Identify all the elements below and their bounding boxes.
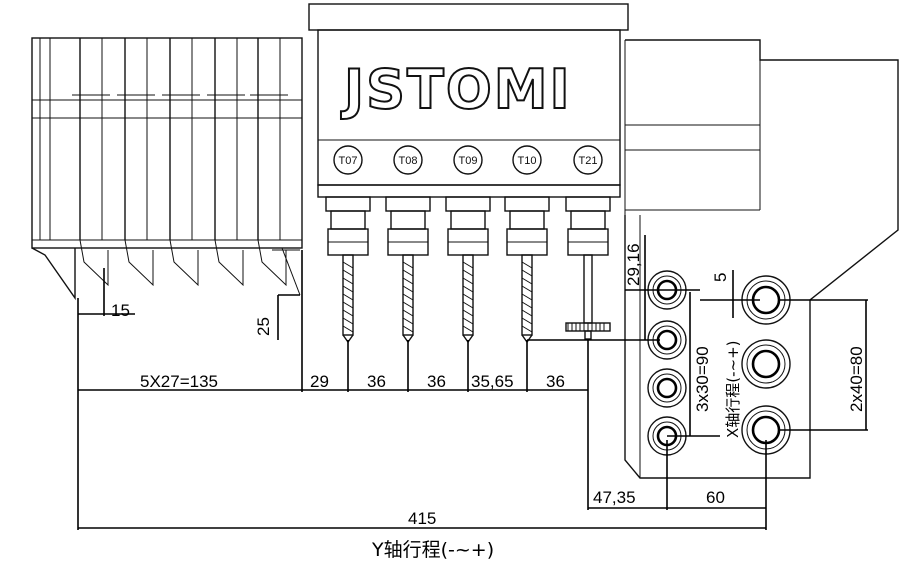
hole-y-2 <box>741 339 791 389</box>
dim-29-16: 29,16 <box>624 243 643 286</box>
turning-tool-1 <box>72 38 110 287</box>
brand-logo: JSTOMI <box>340 58 572 121</box>
dim-3x30: 3x30=90 <box>693 346 712 412</box>
drill-tool-t07: T07 <box>325 145 371 344</box>
dim-15: 15 <box>111 301 130 320</box>
dim-29: 29 <box>310 372 329 391</box>
dimension-lines <box>77 235 868 530</box>
turning-tool-5 <box>250 38 288 287</box>
drill-tool-t21: T21 <box>565 145 611 340</box>
tool-post-holes <box>647 270 791 456</box>
drill-tool-t10: T10 <box>504 145 550 344</box>
tool-label-t07: T07 <box>339 155 358 167</box>
dim-36-b: 36 <box>427 372 446 391</box>
tool-label-t21: T21 <box>579 155 598 167</box>
turning-tool-block <box>31 37 303 301</box>
dim-47-35: 47,35 <box>593 488 636 507</box>
dim-25: 25 <box>254 317 273 336</box>
dim-35-65: 35,65 <box>471 372 514 391</box>
tool-label-t10: T10 <box>518 155 537 167</box>
turning-tool-3 <box>162 38 200 287</box>
dim-36-a: 36 <box>367 372 386 391</box>
drilling-head: JSTOMI T07 T08 T09 T10 T21 <box>308 3 629 344</box>
x-axis-label: X轴行程(-~+) <box>724 340 742 438</box>
drill-tool-t08: T08 <box>385 145 431 344</box>
dim-415: 415 <box>408 509 436 528</box>
tool-label-t08: T08 <box>399 155 418 167</box>
dim-60: 60 <box>706 488 725 507</box>
dim-5: 5 <box>711 273 730 282</box>
tool-label-t09: T09 <box>459 155 478 167</box>
hole-x-3 <box>647 368 687 408</box>
dim-2x40: 2x40=80 <box>847 346 866 412</box>
turning-tool-4 <box>207 38 245 287</box>
gang-plate <box>624 39 899 479</box>
drill-tool-t09: T09 <box>445 145 491 344</box>
dimension-labels: 15 25 5X27=135 29 36 36 35,65 36 29,16 5… <box>111 243 866 561</box>
dim-5x27: 5X27=135 <box>140 372 218 391</box>
y-axis-label: Y轴行程(-~+) <box>371 539 494 561</box>
turning-tool-2 <box>117 38 155 287</box>
dim-36-c: 36 <box>546 372 565 391</box>
